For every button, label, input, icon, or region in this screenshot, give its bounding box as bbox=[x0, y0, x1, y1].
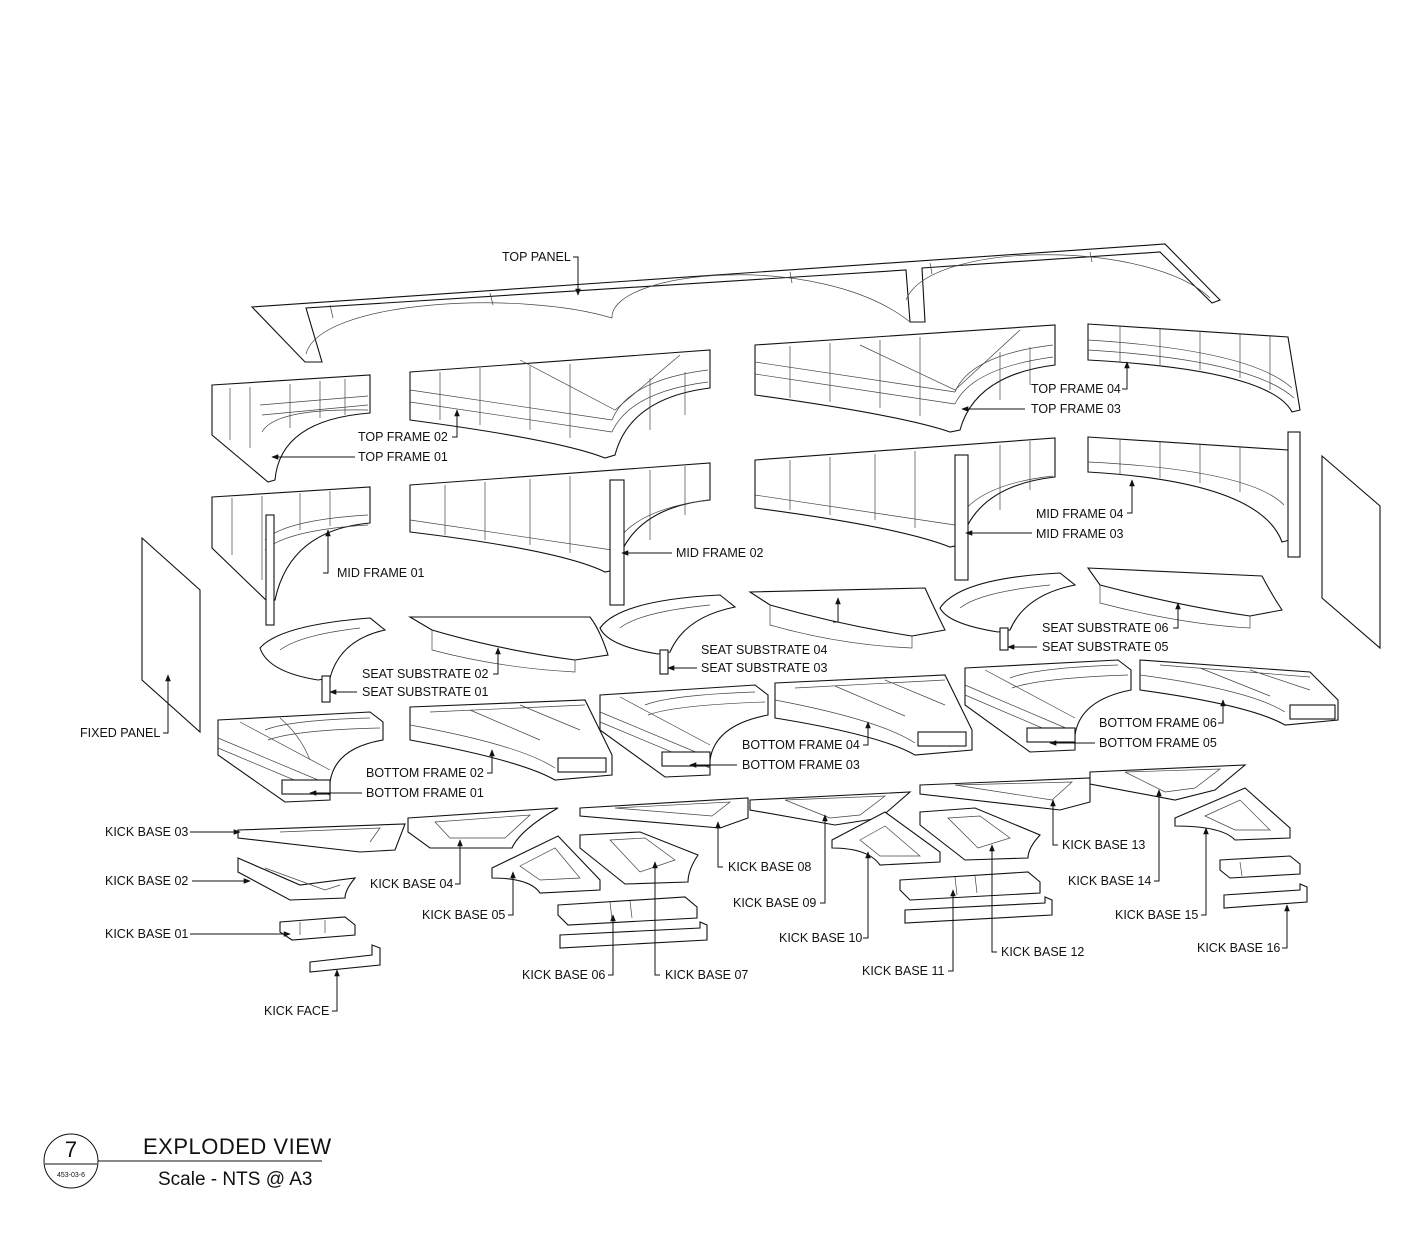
label-seat-substrate-04: SEAT SUBSTRATE 04 bbox=[701, 643, 827, 657]
label-bottom-frame-06: BOTTOM FRAME 06 bbox=[1099, 716, 1217, 730]
kick-base-06b bbox=[559, 921, 708, 949]
label-kick-base-11: KICK BASE 11 bbox=[862, 964, 944, 978]
drawing-scale: Scale - NTS @ A3 bbox=[158, 1169, 312, 1190]
kick-base-07 bbox=[579, 831, 699, 885]
top-frame-03 bbox=[754, 324, 1056, 433]
label-kick-base-12: KICK BASE 12 bbox=[1001, 945, 1084, 959]
label-seat-substrate-06: SEAT SUBSTRATE 06 bbox=[1042, 621, 1168, 635]
fixed-panel-left bbox=[141, 536, 201, 734]
mid-frame-04 bbox=[1087, 431, 1301, 558]
label-mid-frame-04: MID FRAME 04 bbox=[1036, 507, 1124, 521]
part-labels: TOP PANEL TOP FRAME 01 TOP FRAME 02 TOP … bbox=[80, 250, 1280, 1018]
title-block: 7 453-03-6 EXPLODED VIEW Scale - NTS @ A… bbox=[43, 1133, 332, 1190]
kick-base-16 bbox=[1219, 855, 1301, 879]
label-seat-substrate-01: SEAT SUBSTRATE 01 bbox=[362, 685, 488, 699]
label-top-frame-01: TOP FRAME 01 bbox=[358, 450, 448, 464]
seat-substrate-06 bbox=[1086, 567, 1283, 629]
label-mid-frame-01: MID FRAME 01 bbox=[337, 566, 425, 580]
kick-base-03 bbox=[237, 823, 406, 853]
label-bottom-frame-01: BOTTOM FRAME 01 bbox=[366, 786, 484, 800]
kick-base-15 bbox=[1174, 787, 1291, 841]
label-kick-base-14: KICK BASE 14 bbox=[1068, 874, 1151, 888]
drawing-title: EXPLODED VIEW bbox=[143, 1134, 332, 1159]
seat-substrate-05 bbox=[939, 572, 1077, 651]
label-kick-base-09: KICK BASE 09 bbox=[733, 896, 816, 910]
kick-base-01 bbox=[279, 916, 356, 941]
bottom-frame-02 bbox=[409, 699, 613, 781]
label-seat-substrate-03: SEAT SUBSTRATE 03 bbox=[701, 661, 827, 675]
label-kick-base-02: KICK BASE 02 bbox=[105, 874, 188, 888]
seat-substrate-01 bbox=[259, 617, 387, 703]
kick-base-11 bbox=[899, 871, 1041, 901]
label-kick-base-07: KICK BASE 07 bbox=[665, 968, 748, 982]
label-kick-base-06: KICK BASE 06 bbox=[522, 968, 605, 982]
bottom-frame-03 bbox=[599, 684, 769, 778]
label-kick-base-05: KICK BASE 05 bbox=[422, 908, 505, 922]
seat-substrate-04 bbox=[748, 587, 946, 649]
drawing-number: 7 bbox=[65, 1137, 77, 1162]
kick-base-14 bbox=[1089, 764, 1247, 801]
label-mid-frame-03: MID FRAME 03 bbox=[1036, 527, 1124, 541]
label-top-panel: TOP PANEL bbox=[502, 250, 571, 264]
mid-frame-03 bbox=[754, 437, 1056, 581]
bottom-frame-04 bbox=[774, 674, 973, 756]
mid-frame-01 bbox=[211, 486, 371, 626]
kick-base-11b bbox=[904, 896, 1053, 924]
label-fixed-panel: FIXED PANEL bbox=[80, 726, 160, 740]
label-top-frame-02: TOP FRAME 02 bbox=[358, 430, 448, 444]
label-bottom-frame-04: BOTTOM FRAME 04 bbox=[742, 738, 860, 752]
kick-base-04 bbox=[407, 807, 559, 849]
seat-substrate-02 bbox=[407, 616, 609, 673]
mid-frame-02 bbox=[409, 462, 711, 606]
label-bottom-frame-02: BOTTOM FRAME 02 bbox=[366, 766, 484, 780]
label-seat-substrate-02: SEAT SUBSTRATE 02 bbox=[362, 667, 488, 681]
top-panel bbox=[250, 243, 1221, 363]
label-kick-face: KICK FACE bbox=[264, 1004, 329, 1018]
label-mid-frame-02: MID FRAME 02 bbox=[676, 546, 764, 560]
bottom-frame-01 bbox=[217, 711, 384, 803]
kick-base-06 bbox=[557, 896, 698, 926]
sheet-reference: 453-03-6 bbox=[57, 1172, 85, 1179]
kick-base-16b bbox=[1223, 883, 1308, 909]
label-kick-base-08: KICK BASE 08 bbox=[728, 860, 811, 874]
label-top-frame-03: TOP FRAME 03 bbox=[1031, 402, 1121, 416]
top-frame-04 bbox=[1087, 323, 1301, 413]
kick-base-02 bbox=[237, 857, 357, 901]
label-kick-base-16: KICK BASE 16 bbox=[1197, 941, 1280, 955]
label-seat-substrate-05: SEAT SUBSTRATE 05 bbox=[1042, 640, 1168, 654]
bottom-frame-05 bbox=[964, 659, 1132, 753]
kick-base-05 bbox=[491, 835, 601, 894]
kick-base-12 bbox=[919, 807, 1041, 861]
kick-base-08 bbox=[579, 797, 749, 829]
top-frame-01 bbox=[211, 374, 371, 483]
label-kick-base-10: KICK BASE 10 bbox=[779, 931, 862, 945]
label-bottom-frame-03: BOTTOM FRAME 03 bbox=[742, 758, 860, 772]
kick-base-13 bbox=[919, 777, 1091, 811]
label-kick-base-13: KICK BASE 13 bbox=[1062, 838, 1145, 852]
bottom-frame-06 bbox=[1139, 659, 1339, 726]
label-kick-base-15: KICK BASE 15 bbox=[1115, 908, 1198, 922]
kick-base-09 bbox=[749, 791, 912, 826]
label-kick-base-01: KICK BASE 01 bbox=[105, 927, 188, 941]
label-bottom-frame-05: BOTTOM FRAME 05 bbox=[1099, 736, 1217, 750]
top-frame-02 bbox=[409, 349, 711, 459]
kick-face bbox=[309, 944, 381, 973]
seat-substrate-03 bbox=[599, 594, 737, 675]
leader-lines bbox=[163, 256, 1290, 1012]
label-kick-base-04: KICK BASE 04 bbox=[370, 877, 453, 891]
label-top-frame-04: TOP FRAME 04 bbox=[1031, 382, 1121, 396]
label-kick-base-03: KICK BASE 03 bbox=[105, 825, 188, 839]
fixed-panel-right bbox=[1321, 454, 1381, 650]
